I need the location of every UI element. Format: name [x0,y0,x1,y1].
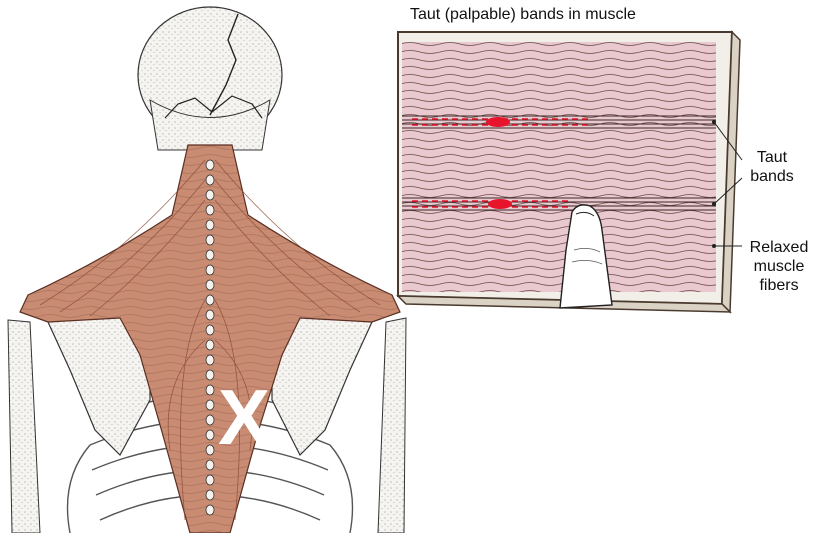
right-arm-bone [378,318,406,533]
label-relaxed-fibers: Relaxed muscle fibers [743,238,815,295]
x-marker: X [218,378,270,456]
left-arm-bone [8,320,40,533]
muscle-panel [398,32,742,312]
back-anatomy [8,7,406,533]
figure-title: Taut (palpable) bands in muscle [410,6,636,24]
label-taut-bands: Taut bands [744,148,800,186]
